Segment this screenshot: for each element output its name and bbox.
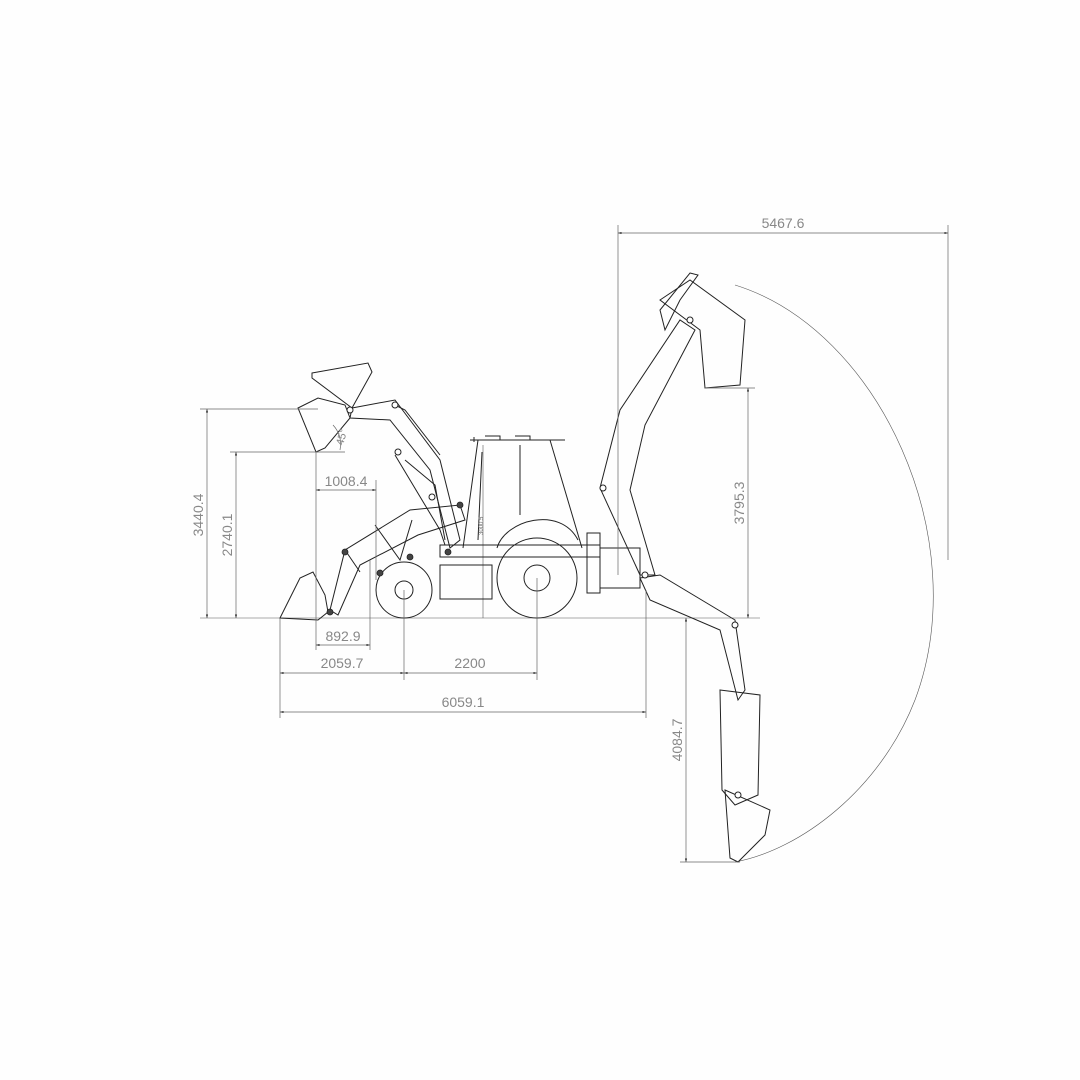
dim-overall-length: 6059.1 xyxy=(442,694,485,710)
cab-height-label: 3000.5 xyxy=(479,516,485,535)
dim-dump-reach: 1008.4 xyxy=(325,473,368,489)
machine-body: 3000.5 xyxy=(375,435,641,619)
loader-arm-lowered xyxy=(329,504,466,616)
loader-bucket-raised-upper xyxy=(311,362,373,409)
chassis xyxy=(439,544,601,558)
rear-fender xyxy=(496,519,579,549)
dim-dig-depth: 4084.7 xyxy=(669,718,685,761)
dim-loader-max-height: 3440.4 xyxy=(190,493,206,536)
loader-arm-raised xyxy=(349,399,461,549)
backhoe xyxy=(599,272,771,863)
dimension-lines xyxy=(200,225,949,863)
dim-dump-height: 2740.1 xyxy=(219,513,235,556)
backhoe-boom-lowered xyxy=(639,574,746,702)
backhoe-swing-arc xyxy=(734,284,934,863)
backhoe-bucket-raised xyxy=(659,272,699,332)
dim-front-overhang: 2059.7 xyxy=(321,655,364,671)
dim-bucket-reach-ground: 892.9 xyxy=(325,628,360,644)
dim-backhoe-reach: 5467.6 xyxy=(762,215,805,231)
loader-bucket-lowered xyxy=(279,571,329,621)
backhoe-boom-raised xyxy=(599,319,696,576)
backhoe-stick-lowered xyxy=(719,689,761,806)
front-loader xyxy=(279,362,466,621)
dim-dump-angle: 45° xyxy=(334,428,350,447)
fuel-tank xyxy=(439,564,493,600)
backhoe-bucket-lowered xyxy=(724,789,771,863)
backhoe-stick-raised xyxy=(659,279,746,389)
dimension-labels: 5467.6 3440.4 2740.1 1008.4 892.9 2059.7… xyxy=(190,215,805,761)
cab xyxy=(462,435,583,549)
dim-wheelbase: 2200 xyxy=(454,655,485,671)
dim-backhoe-loading-height: 3795.3 xyxy=(731,481,747,524)
